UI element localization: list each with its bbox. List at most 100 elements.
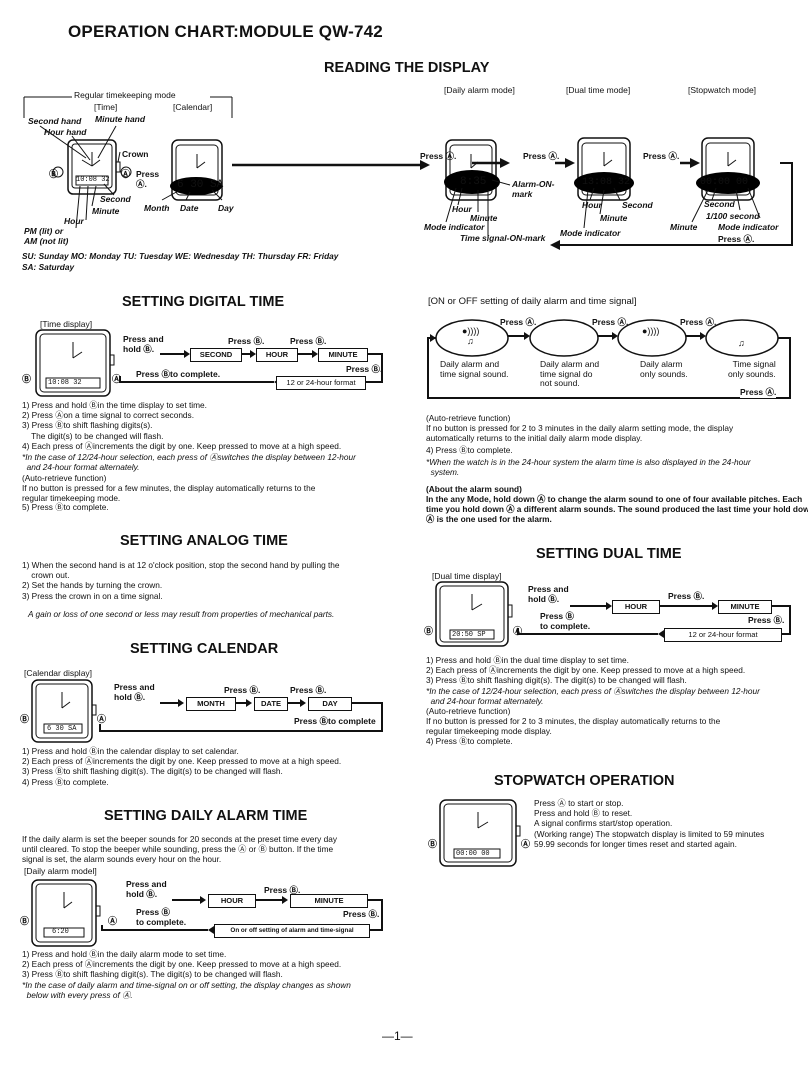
calendar-steps: 1) Press and hold Ⓑin the calendar displ… [22,746,342,787]
digital-lcd: 10:08 32 [48,379,82,387]
hour-label: Hour [64,216,84,226]
digital-display-label: [Time display] [40,319,93,329]
sw-mode-indicator-label: Mode indicator [718,222,779,232]
pm-am-label: PM (lit) or AM (not lit) [24,226,69,246]
press-a-1: Press Ⓐ. [420,151,457,161]
digital-box-hour: HOUR [256,348,298,362]
dual-auto: (Auto-retrieve function) If no button is… [426,706,721,737]
analog-heading: SETTING ANALOG TIME [120,533,288,549]
onoff-note: *When the watch is in the 24-hour system… [426,457,751,478]
dual-press-b2: Press Ⓑ. [748,615,785,625]
dual-lcd: 20:50 SP [452,631,486,639]
dual-press-hold: Press and hold Ⓑ. [528,584,569,604]
alarm-press-hold: Press and hold Ⓑ. [126,879,167,899]
analog-steps: 1) When the second hand is at 12 o'clock… [22,560,340,601]
digital-press-b3: Press Ⓑ. [346,364,383,374]
button-b-icon: Ⓑ [49,169,59,179]
press-a-label: Press Ⓐ. [136,169,160,189]
dual-press-b1: Press Ⓑ. [668,591,705,601]
regular-mode-label: Regular timekeeping mode [74,90,176,101]
calendar-press-complete: Press Ⓑto complete [294,716,376,727]
lcd-stopwatch: 00:00 00 [700,177,749,188]
dual-display-label: [Dual time display] [432,571,502,581]
dual-steps: 1) Press and hold Ⓑin the dual time disp… [426,655,746,686]
dual-hour-label: Hour [582,200,602,210]
dual-step4: 4) Press Ⓑto complete. [426,736,513,746]
alarm-note: *In the case of daily alarm and time-sig… [22,980,351,1001]
calendar-button-b-icon: Ⓑ [20,714,30,724]
days-line-2: SA: Saturday [22,262,75,272]
stopwatch-heading: STOPWATCH OPERATION [494,773,675,789]
reading-heading: READING THE DISPLAY [324,60,490,76]
calendar-press-hold: Press and hold Ⓑ. [114,682,155,702]
second-label: Second [100,194,131,204]
alarm-heading: SETTING DAILY ALARM TIME [104,808,308,824]
stopwatch-mode-label: [Stopwatch mode] [688,85,757,95]
sw-minute-label: Minute [670,222,698,232]
digital-button-a-icon: Ⓐ [112,374,122,384]
alarm-mode-indicator-label: Mode indicator [424,222,485,232]
alarm-lcd: 6:20 [52,928,69,936]
digital-note: *In the case of 12/24-hour selection, ea… [22,452,356,473]
onoff-step4: 4) Press Ⓑto complete. [426,445,513,455]
calendar-press-b2: Press Ⓑ. [290,685,327,695]
alarm-box-minute: MINUTE [290,894,368,908]
sw-second-label: Second [704,199,735,209]
calendar-lcd: 6 30 SA [47,725,77,733]
onoff-c2: Daily alarm and time signal do not sound… [540,359,600,389]
dual-press-complete: Press Ⓑ to complete. [540,611,591,631]
hour-hand-label: Hour hand [44,127,87,137]
onoff-heading: [ON or OFF setting of daily alarm and ti… [428,296,637,307]
sound-title: (About the alarm sound) [426,484,522,494]
second-hand-label: Second hand [28,116,82,126]
press-a-3: Press Ⓐ. [643,151,680,161]
minute-label: Minute [92,206,120,216]
dual-button-a-icon: Ⓐ [513,626,523,636]
dual-diagram [435,581,791,647]
alarm-button-a-icon: Ⓐ [108,916,118,926]
alarm-press-complete: Press Ⓑ to complete. [136,907,187,927]
button-a-icon: Ⓐ [121,169,131,179]
calendar-heading: SETTING CALENDAR [130,641,279,657]
stopwatch-diagram [439,799,521,867]
lcd-dual: 13:08 32 [582,177,631,188]
calendar-box-date: DATE [254,697,288,711]
minute-hand-label: Minute hand [95,114,146,124]
alarm-hour-label: Hour [452,204,472,214]
calendar-button-a-icon: Ⓐ [97,714,107,724]
dual-heading: SETTING DUAL TIME [536,546,682,562]
lcd-alarm: 8:35 [460,176,487,188]
alarm-box-onoff: On or off setting of alarm and time-sign… [214,924,370,938]
digital-press-complete: Press Ⓑto complete. [136,369,221,379]
digital-press-b1: Press Ⓑ. [228,336,265,346]
alarm-minute-label: Minute [470,213,498,223]
onoff-c3: Daily alarm only sounds. [640,359,688,379]
digital-box-format: 12 or 24-hour format [276,376,366,390]
digital-heading: SETTING DIGITAL TIME [122,294,285,310]
calendar-label: [Calendar] [173,102,213,112]
onoff-c1: Daily alarm and time signal sound. [440,359,509,379]
dual-note: *In the case of 12/24-hour selection, ea… [426,686,760,707]
dual-box-minute: MINUTE [718,600,772,614]
dual-second-label: Second [622,200,653,210]
stopwatch-button-b-icon: Ⓑ [428,839,438,849]
press-a-2: Press Ⓐ. [523,151,560,161]
digital-press-hold: Press and hold Ⓑ. [123,334,164,354]
calendar-box-day: DAY [308,697,352,711]
stopwatch-button-a-icon: Ⓐ [521,839,531,849]
alarm-button-b-icon: Ⓑ [20,916,30,926]
stopwatch-lcd: 00:00 00 [456,850,490,858]
digital-diagram [35,329,115,397]
calendar-press-b1: Press Ⓑ. [224,685,261,695]
day-label: Day [218,203,234,213]
dual-mode-indicator-label: Mode indicator [560,228,621,238]
bell-icon: ●)))) ♫ [462,326,480,346]
time-label: [Time] [94,102,118,112]
lcd-calendar: 6 30 SA [177,179,224,191]
dual-button-b-icon: Ⓑ [424,626,434,636]
alarm-press-b2: Press Ⓑ. [343,909,380,919]
page-title: OPERATION CHART:MODULE QW-742 [68,22,383,41]
onoff-press-a2: Press Ⓐ. [592,317,629,327]
daily-alarm-mode-label: [Daily alarm mode] [444,85,515,95]
dual-box-format: 12 or 24-hour format [664,628,782,642]
